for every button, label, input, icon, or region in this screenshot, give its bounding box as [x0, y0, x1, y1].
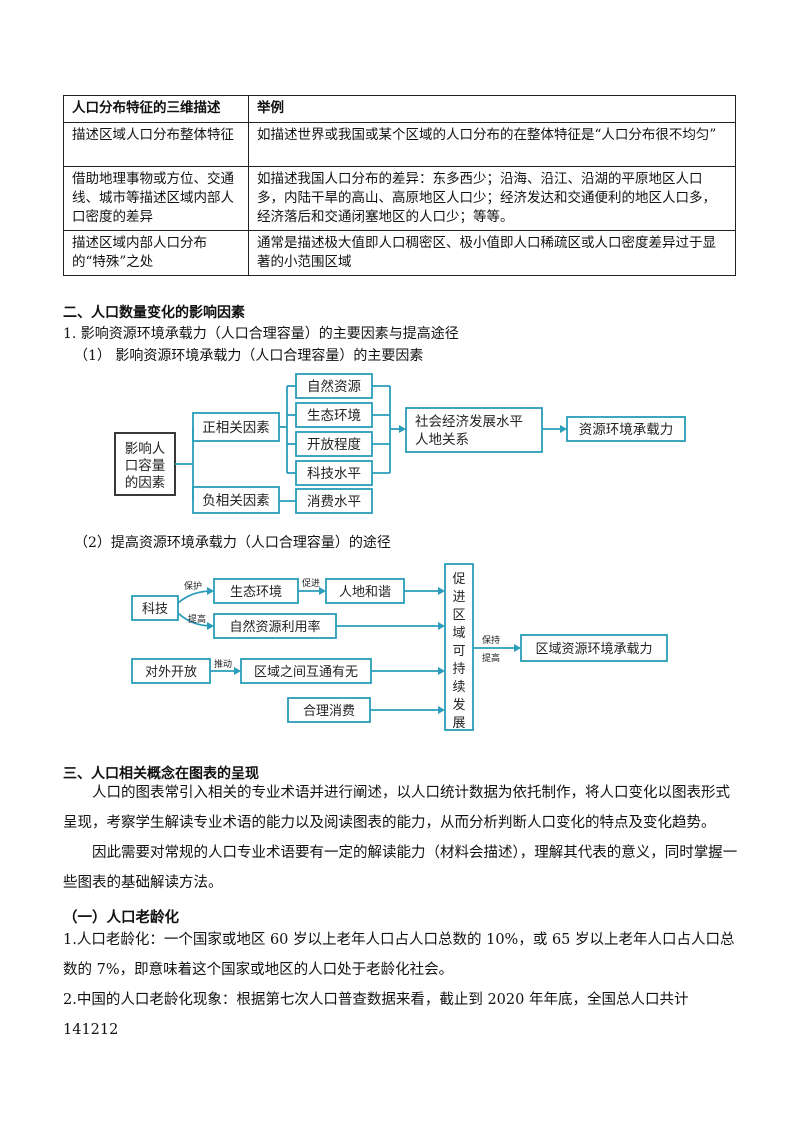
improve-label: 提高	[188, 613, 206, 625]
section-3-title: 三、人口相关概念在图表的呈现	[63, 766, 259, 782]
table-row: 借助地理事物或方位、交通线、城市等描述区域内部人口密度的差异 如描述我国人口分布…	[63, 166, 736, 231]
root-line-1: 影响人	[125, 441, 166, 457]
sustain-char: 续	[452, 680, 465, 695]
factor-label: 科技水平	[307, 466, 361, 482]
factor-label: 开放程度	[307, 437, 361, 453]
section-2-item-1: （1） 影响资源环境承载力（人口合理容量）的主要因素	[74, 348, 424, 364]
table-cell: 描述区域人口分布整体特征	[63, 122, 249, 167]
section-3-paragraph-1: 人口的图表常引入相关的专业术语并进行阐述，以人口统计数据为依托制作，将人口变化以…	[63, 785, 730, 831]
table-header-row: 人口分布特征的三维描述 举例	[63, 95, 736, 123]
resource-use-label: 自然资源利用率	[229, 619, 320, 635]
china-aging-item: 2.中国的人口老龄化现象：根据第七次人口普查数据来看，截止到 2020 年年底，…	[63, 992, 689, 1038]
table-header-cell: 人口分布特征的三维描述	[63, 95, 249, 123]
table-cell: 如描述世界或我国或某个区域的人口分布的在整体特征是“人口分布很不均匀”	[248, 122, 736, 167]
drive-label: 推动	[214, 658, 232, 670]
factor-diagram: 影响人 口容量 的因素 正相关因素 负相关因素 自然资源 生态环境 开放程度 科…	[114, 373, 686, 514]
sustain-char: 进	[452, 590, 465, 605]
section-2-subtitle: 1. 影响资源环境承载力（人口合理容量）的主要因素与提高途径	[63, 326, 459, 342]
table-cell: 如描述我国人口分布的差异：东多西少；沿海、沿江、沿湖的平原地区人口多，内陆干旱的…	[248, 166, 736, 231]
harmony-label: 人地和谐	[339, 585, 391, 600]
negative-factor-label: 消费水平	[307, 494, 361, 510]
negative-factors-label: 负相关因素	[202, 493, 270, 509]
table-header-cell: 举例	[248, 95, 736, 123]
open-label: 对外开放	[145, 665, 197, 680]
promote-label: 促进	[302, 577, 320, 589]
protect-label: 保护	[184, 580, 202, 592]
tech-label: 科技	[142, 602, 168, 617]
table-row: 描述区域人口分布整体特征 如描述世界或我国或某个区域的人口分布的在整体特征是“人…	[63, 122, 736, 167]
sustain-char: 促	[452, 572, 465, 587]
keep-label: 保持	[482, 634, 500, 646]
sustain-char: 展	[452, 716, 465, 731]
root-line-2: 口容量	[125, 457, 166, 474]
mid-line-1: 社会经济发展水平	[415, 414, 523, 430]
population-distribution-table: 人口分布特征的三维描述 举例 描述区域人口分布整体特征 如描述世界或我国或某个区…	[63, 95, 736, 276]
factor-label: 生态环境	[307, 408, 361, 424]
final-label: 区域资源环境承载力	[535, 642, 652, 657]
consume-label: 合理消费	[303, 704, 355, 719]
table-cell: 描述区域内部人口分布的“特殊”之处	[63, 230, 249, 276]
exchange-label: 区域之间互通有无	[254, 665, 358, 680]
section-2-title: 二、人口数量变化的影响因素	[63, 305, 245, 321]
sustain-char: 发	[452, 697, 465, 713]
positive-factors-label: 正相关因素	[202, 420, 270, 436]
root-line-3: 的因素	[125, 475, 166, 491]
raise-label: 提高	[482, 652, 500, 664]
result-label: 资源环境承载力	[579, 422, 674, 438]
table-row: 描述区域内部人口分布的“特殊”之处 通常是描述极大值即人口稠密区、极小值即人口稀…	[63, 230, 736, 276]
mid-line-2: 人地关系	[415, 432, 469, 448]
sustain-char: 持	[452, 662, 465, 677]
factor-label: 自然资源	[307, 378, 361, 395]
aging-definition: 1.人口老龄化：一个国家或地区 60 岁以上老年人口占人口总数的 10%，或 6…	[63, 932, 735, 978]
sustain-char: 可	[452, 644, 465, 659]
section-3-paragraph-2: 因此需要对常规的人口专业术语要有一定的解读能力（材料会描述），理解其代表的意义，…	[63, 845, 738, 891]
path-diagram: 科技 生态环境 人地和谐 自然资源利用率 对外开放 区域之间互通有无 合理消费 …	[131, 563, 668, 731]
sustain-char: 区	[452, 608, 465, 623]
section-2-item-2: （2）提高资源环境承载力（人口合理容量）的途径	[74, 535, 391, 551]
table-cell: 通常是描述极大值即人口稠密区、极小值即人口稀疏区或人口密度差异过于显著的小范围区…	[248, 230, 736, 276]
table-cell: 借助地理事物或方位、交通线、城市等描述区域内部人口密度的差异	[63, 166, 249, 231]
eco-label: 生态环境	[230, 585, 282, 600]
subsection-title: （一）人口老龄化	[63, 909, 179, 926]
sustain-char: 域	[452, 626, 465, 641]
